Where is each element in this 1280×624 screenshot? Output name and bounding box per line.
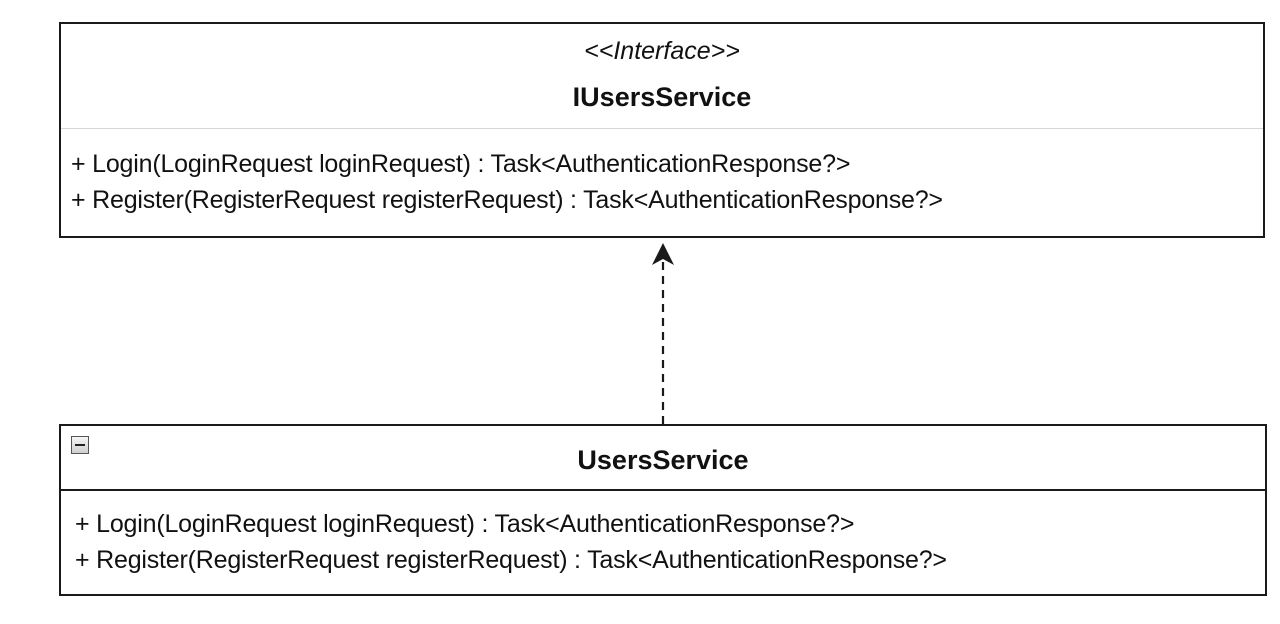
interface-stereotype: <<Interface>>: [584, 37, 740, 65]
implementation-header: UsersService: [61, 426, 1265, 491]
interface-name: IUsersService: [572, 82, 752, 112]
implementation-method-login: + Login(LoginRequest loginRequest) : Tas…: [75, 510, 855, 538]
collapse-toggle-icon[interactable]: [71, 436, 89, 454]
implementation-name: UsersService: [577, 445, 749, 475]
arrow-head: [652, 243, 674, 265]
implementation-methods: + Login(LoginRequest loginRequest) : Tas…: [75, 506, 1255, 578]
interface-method-register: + Register(RegisterRequest registerReque…: [71, 186, 943, 214]
implementation-method-register: + Register(RegisterRequest registerReque…: [75, 546, 947, 574]
interface-header: <<Interface>> IUsersService: [61, 24, 1263, 129]
implementation-class-box[interactable]: UsersService + Login(LoginRequest loginR…: [59, 424, 1267, 596]
interface-class-box[interactable]: <<Interface>> IUsersService + Login(Logi…: [59, 22, 1265, 238]
interface-methods: + Login(LoginRequest loginRequest) : Tas…: [71, 146, 1253, 218]
interface-method-login: + Login(LoginRequest loginRequest) : Tas…: [71, 150, 851, 178]
